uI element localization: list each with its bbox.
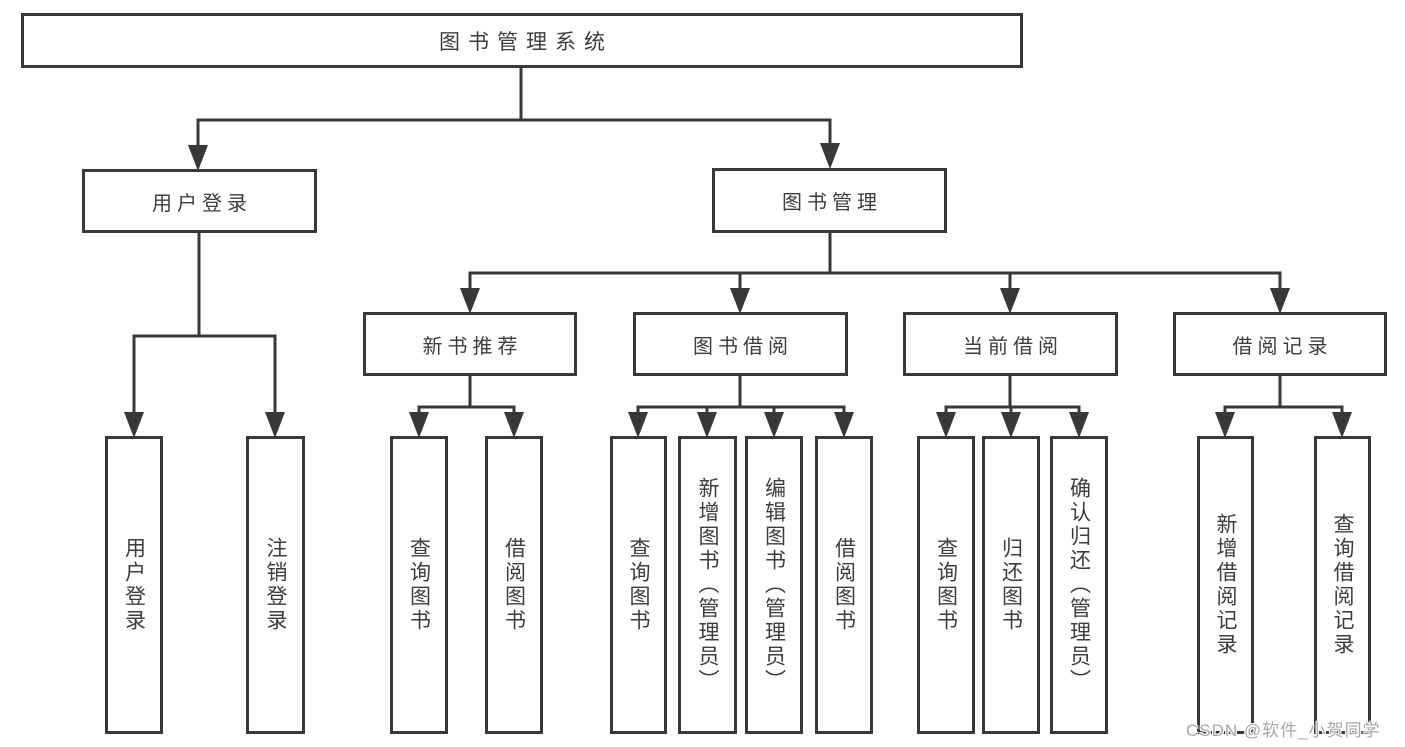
leaf-edit-book-admin: 编辑图书（管理员） — [745, 436, 803, 734]
node-root-system: 图书管理系统 — [21, 13, 1023, 68]
leaf-query-book-3: 查询图书 — [917, 436, 975, 734]
node-book-management: 图书管理 — [712, 168, 947, 233]
csdn-watermark: CSDN @软件_小贺同学 — [1186, 721, 1381, 740]
node-user-login: 用户登录 — [82, 169, 317, 233]
leaf-query-borrow-record: 查询借阅记录 — [1314, 436, 1371, 734]
node-new-book-recommend: 新书推荐 — [363, 312, 577, 376]
leaf-query-book-2: 查询图书 — [610, 436, 667, 734]
node-borrow-record: 借阅记录 — [1173, 312, 1387, 376]
arrow-icon — [124, 143, 1352, 438]
leaf-user-login: 用户登录 — [105, 436, 163, 734]
leaf-logout: 注销登录 — [246, 436, 305, 734]
leaf-borrow-book-2: 借阅图书 — [815, 436, 873, 734]
leaf-add-book-admin: 新增图书（管理员） — [678, 436, 737, 734]
leaf-query-book-1: 查询图书 — [390, 436, 448, 734]
leaf-add-borrow-record: 新增借阅记录 — [1197, 436, 1254, 734]
leaf-borrow-book-1: 借阅图书 — [485, 436, 543, 734]
leaf-confirm-return-admin: 确认归还（管理员） — [1050, 436, 1108, 734]
node-book-borrow: 图书借阅 — [633, 312, 848, 376]
node-current-borrow: 当前借阅 — [903, 312, 1118, 376]
leaf-return-book: 归还图书 — [982, 436, 1040, 734]
